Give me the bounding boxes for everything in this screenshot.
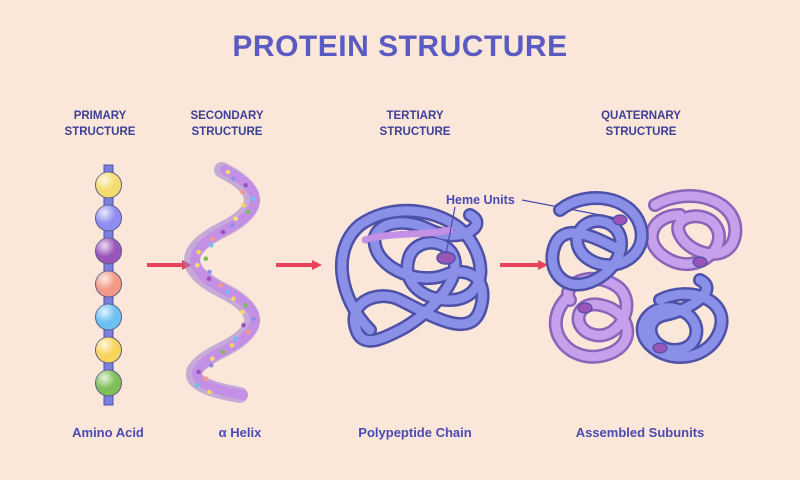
- caption-secondary: α Helix: [218, 425, 262, 440]
- helix-dot: [218, 283, 223, 288]
- bead-highlight: [95, 370, 122, 396]
- helix-dot: [207, 269, 212, 275]
- helix-dot: [246, 209, 251, 215]
- callout-heme-units: Heme Units: [446, 193, 515, 207]
- bead-highlight: [95, 205, 122, 231]
- helix-dot: [229, 343, 235, 348]
- helix-dot: [208, 243, 214, 248]
- helix-dot: [220, 349, 226, 355]
- amino-acid-chain: [95, 164, 122, 406]
- heme-unit: [577, 302, 593, 314]
- bead-highlight: [95, 337, 122, 363]
- bead-highlight: [95, 238, 122, 264]
- helix-dot: [246, 329, 251, 335]
- helix-dot: [196, 249, 201, 255]
- helix-dot: [231, 296, 236, 302]
- alpha-helix: [184, 162, 260, 403]
- stage-label-primary: PRIMARY STRUCTURE: [64, 110, 136, 138]
- polypeptide-chain: [334, 203, 490, 348]
- stage-label-quaternary: QUATERNARY STRUCTURE: [601, 110, 681, 138]
- page-title: PROTEIN STRUCTURE: [232, 30, 568, 63]
- bead-highlight: [95, 271, 122, 297]
- helix-dot: [243, 183, 248, 188]
- helix-dot: [229, 223, 235, 228]
- helix-dot: [196, 369, 201, 375]
- assembled-subunits: [545, 189, 743, 364]
- helix-dot: [225, 289, 231, 295]
- helix-dot: [243, 303, 248, 308]
- caption-primary: Amino Acid: [72, 425, 144, 440]
- helix-dot: [241, 323, 246, 328]
- helix-dot: [231, 176, 236, 181]
- stage-label-tertiary: TERTIARY STRUCTURE: [379, 110, 451, 138]
- helix-dot: [208, 363, 214, 368]
- helix-dot: [240, 309, 245, 315]
- helix-dot: [206, 276, 212, 282]
- caption-tertiary: Polypeptide Chain: [358, 425, 472, 440]
- helix-dot: [203, 256, 209, 262]
- caption-quaternary: Assembled Subunits: [575, 425, 705, 440]
- heme-unit: [692, 256, 708, 268]
- helix-dot: [195, 383, 200, 388]
- helix-dot: [207, 389, 212, 395]
- helix-dot: [210, 236, 215, 241]
- helix-dot: [240, 189, 245, 195]
- bead-highlight: [95, 304, 122, 330]
- helix-dot: [210, 356, 215, 362]
- stage-label-secondary: SECONDARY STRUCTURE: [190, 110, 264, 138]
- helix-dot: [203, 376, 209, 382]
- helix-dot: [195, 263, 200, 268]
- helix-dot: [220, 229, 226, 235]
- helix-dot: [233, 336, 238, 342]
- helix-dot: [251, 316, 256, 322]
- helix-dot: [241, 203, 246, 208]
- bead-highlight: [95, 172, 122, 198]
- heme-unit: [612, 214, 628, 226]
- helix-dot: [225, 169, 231, 175]
- helix-dot: [251, 196, 256, 201]
- heme-unit: [652, 342, 668, 354]
- helix-dot: [233, 216, 238, 221]
